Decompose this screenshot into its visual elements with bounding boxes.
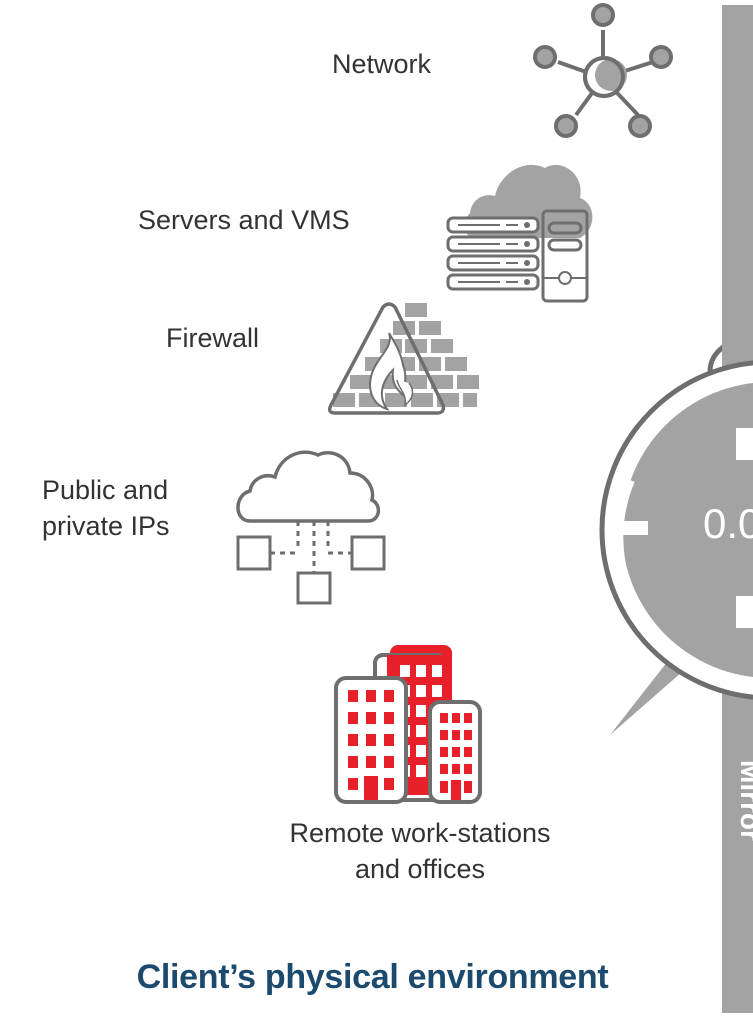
gauge-tick [622, 521, 648, 535]
network-icon [533, 3, 673, 138]
stopwatch-gauge-icon [599, 330, 753, 735]
diagram-title: Client’s physical environment [136, 958, 609, 996]
remote-offices-label-line1: Remote work-stations [289, 818, 551, 848]
side-panel-vertical-text: Mirror [735, 760, 753, 841]
gauge-tick [736, 596, 753, 628]
ips-label: Public and private IPs [42, 472, 170, 544]
ips-label-line1: Public and [42, 475, 169, 505]
remote-offices-label: Remote work-stations and offices [250, 815, 590, 887]
servers-label: Servers and VMS [138, 205, 350, 235]
cloud-network-ips-icon [236, 450, 386, 605]
gauge-tick [736, 428, 753, 460]
servers-cloud-icon [446, 164, 593, 303]
remote-offices-label-line2: and offices [354, 854, 486, 884]
ips-label-line2: private IPs [42, 511, 170, 541]
firewall-label: Firewall [166, 323, 260, 353]
firewall-icon [327, 302, 479, 415]
office-buildings-icon [334, 645, 482, 804]
gauge-value: 0.0 [703, 500, 753, 547]
network-label: Network [332, 49, 432, 79]
